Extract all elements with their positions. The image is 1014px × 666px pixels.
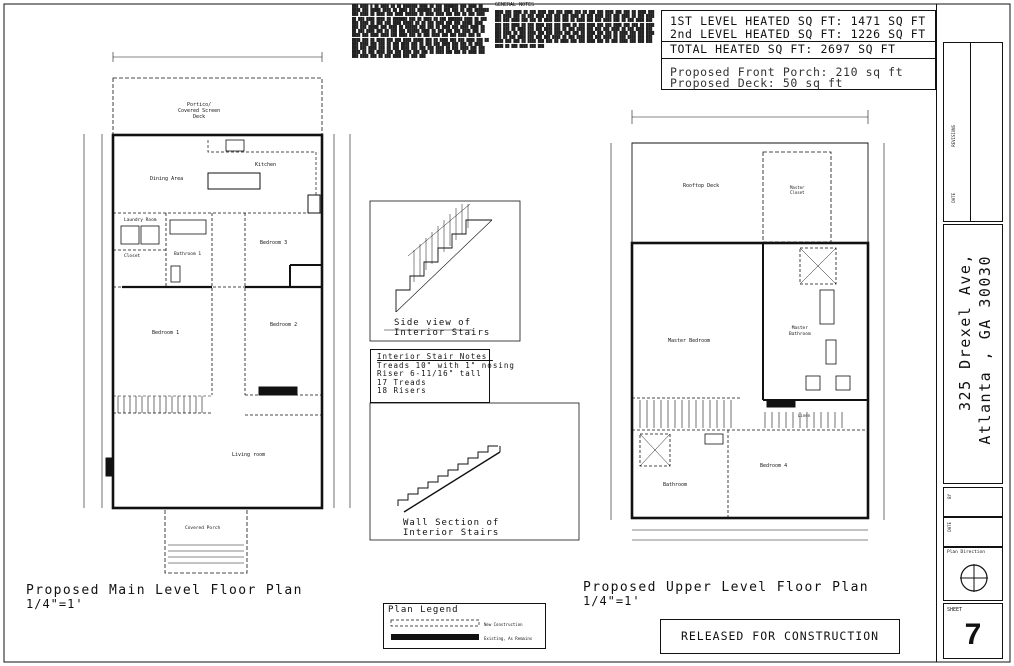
stair-notes-title: Interior Stair Notes: [377,352,493,361]
sheet-border [3,3,1011,663]
legend-existing: Existing, As Remains [484,636,533,641]
dining-area-label: Dining Area [150,176,184,182]
stair-side-view-drawing [369,200,521,342]
wall-section-caption: Wall Section of Interior Stairs [403,518,500,538]
address-cell: 325 Drexel Ave, Atlanta , GA 30030 [943,224,1003,484]
general-notes-body: ████ ███ ████ ██ ███ ████ ███ ███ ████ █… [495,10,655,48]
sheet-number-cell: SHEET 7 [943,603,1003,659]
stair-note-riser: Riser 6-11/16" tall [377,369,482,378]
plan-legend-title: Plan Legend [388,605,459,615]
address-line-1: 325 Drexel Ave, [956,253,974,411]
deck-area: Proposed Deck: 50 sq ft [670,76,844,90]
upper-level-plan-title: Proposed Upper Level Floor Plan [583,580,870,595]
general-notes-title: GENERAL NOTES [495,2,535,8]
by-cell: BY [943,487,1003,517]
wall-section-drawing [369,402,580,541]
bedroom-1-label: Bedroom 1 [152,330,180,336]
main-level-plan-title: Proposed Main Level Floor Plan [26,583,303,598]
released-stamp: RELEASED FOR CONSTRUCTION [660,619,900,654]
laundry-room-label: Laundry Room [124,218,157,223]
closet-label: Closet [124,254,141,259]
stair-note-tread-count: 17 Treads [377,377,427,387]
first-level-area: 1ST LEVEL HEATED SQ FT: 1471 SQ FT [670,14,926,28]
kitchen-label: Kitchen [255,162,277,168]
general-requirements-notes: ███ ████ █ ██ ████ ██ ██ ███████ ████ ██… [352,4,489,59]
sheet-number: 7 [964,618,982,651]
side-view-caption: Side view of Interior Stairs [394,318,491,338]
front-porch-area: Proposed Front Porch: 210 sq ft [670,65,904,79]
date-cell: DATE [943,517,1003,547]
upper-level-plan [610,110,885,541]
rooftop-deck-label: Rooftop Deck [683,183,720,189]
area-schedule-box: 1ST LEVEL HEATED SQ FT: 1471 SQ FT 2nd L… [661,10,936,90]
linen-label: Linen [798,413,811,418]
master-bathroom-label: Master Bathroom [789,326,811,337]
title-block: REVISIONS DATE 325 Drexel Ave, Atlanta ,… [936,4,1011,662]
porch-label: Portico/ Covered Screen Deck [178,102,221,120]
plan-legend-box: Plan Legend New Construction Existing, A… [383,603,546,649]
stair-note-riser-count: 18 Risers [377,386,427,395]
main-level-plan-scale: 1/4"=1' [26,597,84,611]
second-level-area: 2nd LEVEL HEATED SQ FT: 1226 SQ FT [670,27,926,41]
master-closet-label: Master Closet [790,185,805,195]
address-line-2: Atlanta , GA 30030 [976,255,994,445]
revisions-cell: REVISIONS DATE [943,42,1003,222]
bathroom-1-label: Bathroom 1 [174,252,202,257]
main-level-plan [83,52,351,574]
upper-level-plan-scale: 1/4"=1' [583,594,641,608]
stair-notes-box: Interior Stair Notes: Treads 10" with 1"… [370,349,514,403]
upper-bathroom-label: Bathroom [663,482,688,488]
total-heated-area: TOTAL HEATED SQ FT: 2697 SQ FT [670,42,896,56]
bedroom-2-label: Bedroom 2 [270,322,298,328]
master-bedroom-label: Master Bedroom [668,338,711,344]
legend-new-construction: New Construction [484,622,523,627]
bedroom-4-label: Bedroom 4 [760,463,788,469]
plan-direction-cell: Plan Direction [943,547,1003,601]
stair-note-treads: Treads 10" with 1" nosing [377,360,515,370]
legend-symbols [390,619,480,640]
covered-porch-label: Covered Porch [185,526,221,531]
living-room-label: Living room [232,452,266,458]
bedroom-3-label: Bedroom 3 [260,240,288,246]
north-arrow-icon [960,564,988,592]
